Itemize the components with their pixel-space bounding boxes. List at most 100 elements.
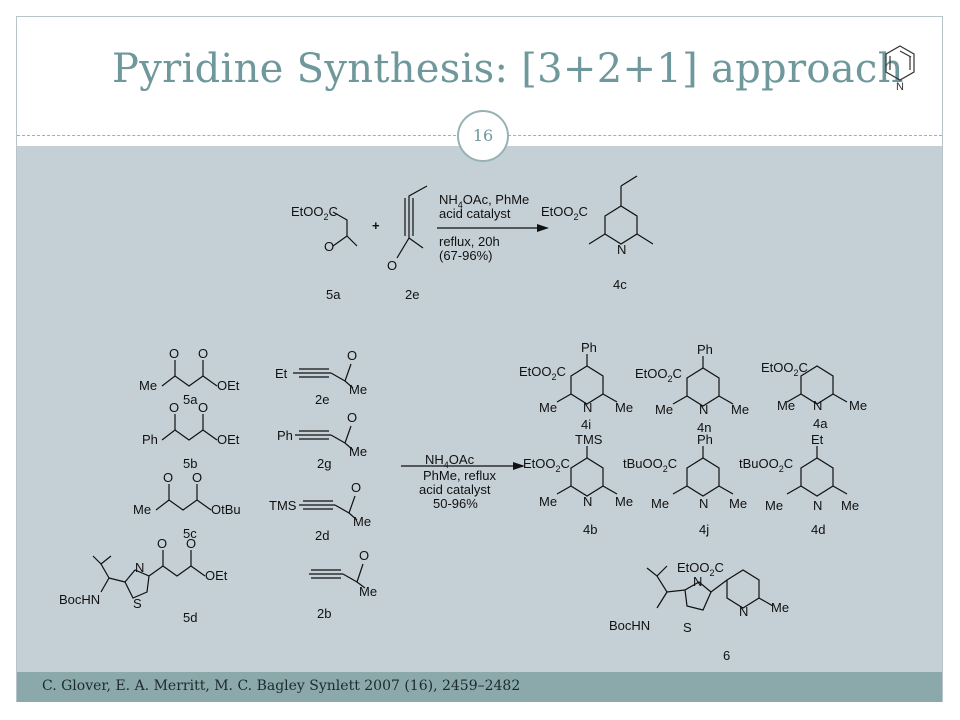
svg-text:Me: Me <box>615 494 633 509</box>
svg-text:tBuOO2C: tBuOO2C <box>623 456 677 474</box>
svg-text:2d: 2d <box>315 528 329 543</box>
svg-text:Me: Me <box>359 584 377 599</box>
alkynone-2g: Ph O Me 2g <box>277 410 367 471</box>
svg-text:O: O <box>387 258 397 273</box>
pyridine-ring-icon: N <box>885 45 915 93</box>
svg-text:EtOO2C: EtOO2C <box>291 204 338 222</box>
pyridine-4i: Ph EtOO2C Me N Me 4i <box>519 340 633 432</box>
svg-text:NH4OAc, PhMe: NH4OAc, PhMe <box>439 192 529 210</box>
svg-text:N: N <box>813 498 822 513</box>
svg-text:N: N <box>135 560 144 575</box>
svg-text:Ph: Ph <box>697 432 713 447</box>
svg-text:acid catalyst: acid catalyst <box>419 482 491 497</box>
svg-text:TMS: TMS <box>269 498 297 513</box>
page-number: 16 <box>472 126 494 145</box>
svg-text:Ph: Ph <box>277 428 293 443</box>
alkynone-2e: Et O Me 2e <box>275 348 367 407</box>
svg-text:Me: Me <box>651 496 669 511</box>
svg-text:O: O <box>192 470 202 485</box>
svg-text:O: O <box>157 536 167 551</box>
svg-text:N: N <box>617 242 626 257</box>
svg-text:NH4OAc: NH4OAc <box>425 452 475 470</box>
pyridine-4j: Ph tBuOO2C Me N Me 4j <box>623 432 747 537</box>
svg-text:Ph: Ph <box>142 432 158 447</box>
svg-text:4c: 4c <box>613 277 627 292</box>
svg-text:2e: 2e <box>315 392 329 407</box>
svg-text:O: O <box>198 400 208 415</box>
svg-text:Me: Me <box>765 498 783 513</box>
svg-text:acid catalyst: acid catalyst <box>439 206 511 221</box>
svg-text:Et: Et <box>811 432 824 447</box>
svg-text:N: N <box>699 496 708 511</box>
ketoester-5b: Ph O O OEt 5b <box>142 400 240 471</box>
svg-text:Me: Me <box>777 398 795 413</box>
svg-text:Me: Me <box>133 502 151 517</box>
svg-text:EtOO2C: EtOO2C <box>635 366 682 384</box>
svg-text:reflux, 20h: reflux, 20h <box>439 234 500 249</box>
svg-text:4i: 4i <box>581 417 591 432</box>
svg-text:Me: Me <box>539 494 557 509</box>
svg-text:5b: 5b <box>183 456 197 471</box>
svg-text:5a: 5a <box>183 392 198 407</box>
label-2e-top: 2e <box>405 287 419 302</box>
svg-text:O: O <box>186 536 196 551</box>
svg-text:tBuOO2C: tBuOO2C <box>739 456 793 474</box>
citation-text: C. Glover, E. A. Merritt, M. C. Bagley S… <box>42 678 521 694</box>
svg-text:N: N <box>583 400 592 415</box>
svg-text:EtOO2C: EtOO2C <box>519 364 566 382</box>
alkynone-2d: TMS O Me 2d <box>269 480 371 543</box>
svg-text:O: O <box>169 346 179 361</box>
svg-text:O: O <box>163 470 173 485</box>
ketoester-5c: Me O O OtBu 5c <box>133 470 241 541</box>
svg-text:Ph: Ph <box>581 340 597 355</box>
svg-text:N: N <box>739 604 748 619</box>
svg-text:Me: Me <box>349 444 367 459</box>
svg-text:N: N <box>813 398 822 413</box>
conditions-2: NH4OAc PhMe, reflux acid catalyst 50-96% <box>401 452 525 511</box>
svg-text:Me: Me <box>731 402 749 417</box>
svg-text:Me: Me <box>771 600 789 615</box>
svg-text:Et: Et <box>275 366 288 381</box>
sm-2e-top: O 2e <box>387 185 428 302</box>
svg-text:O: O <box>324 239 334 254</box>
svg-text:BocHN: BocHN <box>59 592 100 607</box>
pyridine-4d: Et tBuOO2C Me N Me 4d <box>739 432 859 537</box>
svg-text:Me: Me <box>729 496 747 511</box>
svg-text:Me: Me <box>139 378 157 393</box>
svg-text:O: O <box>347 348 357 363</box>
label-5a-top: 5a <box>326 287 341 302</box>
pyridine-4n: Ph EtOO2C Me N Me 4n <box>635 342 749 435</box>
pyridine-4b: TMS EtOO2C Me N Me 4b <box>523 432 633 537</box>
svg-text:OEt: OEt <box>205 568 228 583</box>
svg-text:50-96%: 50-96% <box>433 496 478 511</box>
svg-text:TMS: TMS <box>575 432 603 447</box>
svg-text:S: S <box>683 620 692 635</box>
svg-text:5d: 5d <box>183 610 197 625</box>
svg-text:4n: 4n <box>697 420 711 435</box>
reaction-scheme: EtOO2C O 5a + O 2e NH4OAc, PhMe acid cat… <box>59 175 867 663</box>
svg-text:4a: 4a <box>813 416 828 431</box>
page-number-badge <box>457 110 509 162</box>
svg-text:5c: 5c <box>183 526 197 541</box>
product-4c: EtOO2C N 4c <box>541 175 654 292</box>
svg-text:OEt: OEt <box>217 432 240 447</box>
plus-sign: + <box>372 218 380 233</box>
slide-title: Pyridine Synthesis: [3+2+1] approach <box>112 46 904 92</box>
svg-text:4b: 4b <box>583 522 597 537</box>
conditions-1: NH4OAc, PhMe acid catalyst reflux, 20h (… <box>437 192 549 263</box>
svg-text:OtBu: OtBu <box>211 502 241 517</box>
footer-bar <box>17 672 942 702</box>
svg-text:Me: Me <box>539 400 557 415</box>
svg-text:EtOO2C: EtOO2C <box>761 360 808 378</box>
svg-text:Ph: Ph <box>697 342 713 357</box>
alkynone-2b: O Me 2b <box>309 548 377 621</box>
svg-text:N: N <box>699 402 708 417</box>
svg-text:EtOO2C: EtOO2C <box>541 204 588 222</box>
sm-5a-top: EtOO2C O 5a <box>291 204 358 302</box>
svg-text:4j: 4j <box>699 522 709 537</box>
svg-text:S: S <box>133 596 142 611</box>
svg-text:O: O <box>198 346 208 361</box>
svg-text:2b: 2b <box>317 606 331 621</box>
svg-text:EtOO2C: EtOO2C <box>677 560 724 578</box>
ketoester-5a: Me O O OEt 5a <box>139 346 240 407</box>
